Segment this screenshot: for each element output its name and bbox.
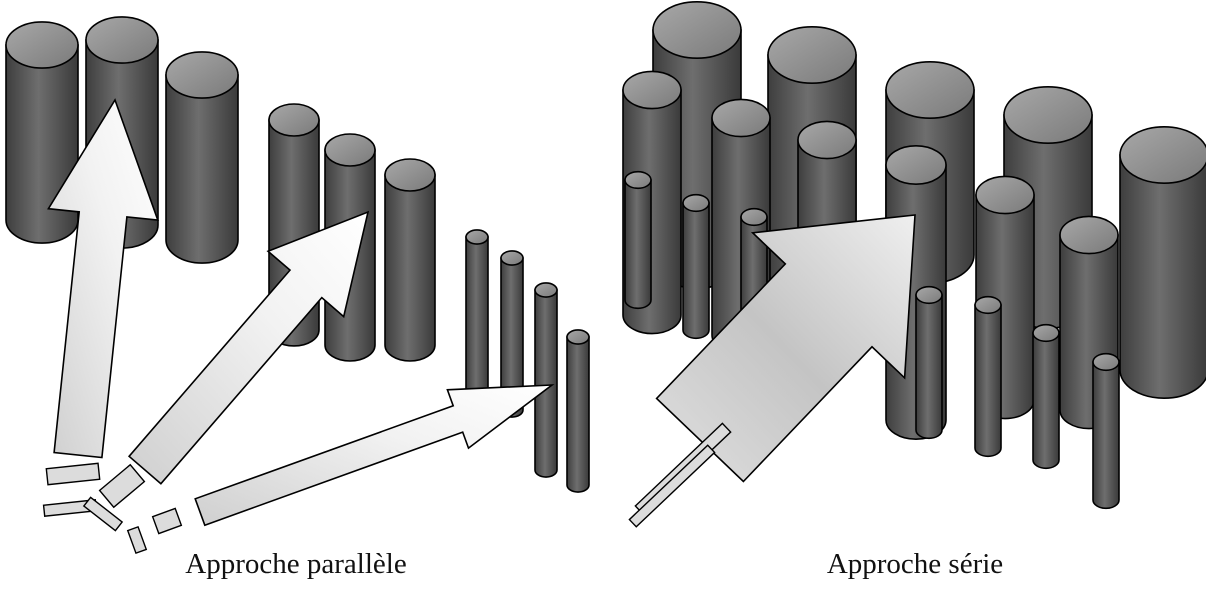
cylinder-front-1 [625,172,651,309]
cylinder-medium-3 [385,159,435,361]
cylinder-small-1 [466,230,488,397]
caption-serial-approach: Approche série [827,548,1003,581]
parallel-approach-panel [6,17,589,553]
cylinder-front-6 [1033,325,1059,469]
tail-block-1 [46,463,99,484]
cylinder-small-3 [535,283,557,477]
caption-parallel-approach: Approche parallèle [185,548,406,581]
tail-block-6 [128,527,147,553]
cylinder-front-5 [975,297,1001,457]
tail-stripe-2 [629,445,714,527]
tail-block-5 [153,508,182,533]
cylinder-front-4 [916,287,942,439]
cylinder-large-3 [166,52,238,263]
cylinder-front-2 [683,195,709,339]
tail-block-2 [100,465,145,508]
cylinder-front-7 [1093,354,1119,509]
serial-approach-panel [623,2,1206,527]
cylinder-back-5 [1120,127,1206,398]
cylinder-small-4 [567,330,589,492]
arrow-to-small-cylinders [195,385,552,525]
